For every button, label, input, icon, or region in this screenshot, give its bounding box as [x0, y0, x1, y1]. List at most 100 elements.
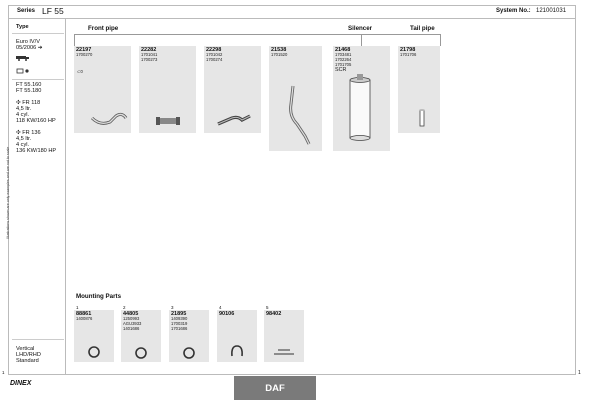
part-card-22197[interactable]: 22197 1700270 ⊂0: [74, 46, 131, 133]
part-number: 88861: [76, 311, 92, 317]
part-card-22282[interactable]: 22282 1701041 1700273: [139, 46, 196, 133]
part-ref: 1701686: [171, 326, 188, 331]
clamp-ring-icon: [135, 347, 147, 359]
part-card-21798[interactable]: 21798 1701706: [398, 46, 440, 133]
mount-index: 2: [123, 305, 126, 310]
part-number: 22282: [141, 47, 157, 53]
part-number: 98402: [266, 311, 282, 317]
cog-icon: ✣: [16, 100, 21, 106]
system-number-label: System No.:: [496, 8, 531, 14]
model-ft55-160: FT 55.160: [16, 82, 42, 88]
tail-bracket: [400, 34, 440, 35]
mount-vertical: Vertical: [16, 346, 35, 352]
part-ref: 1703481: [335, 52, 352, 57]
part-number: 22298: [206, 47, 222, 53]
front-pipe-drawing: [90, 112, 128, 125]
model-ft55-180: FT 55.180: [16, 88, 42, 94]
part-ref: AGU3933: [123, 321, 142, 326]
mount-card-21895[interactable]: 21895 1409390 1700319 1701686: [169, 310, 209, 362]
page-marker-left: 1: [2, 370, 5, 375]
bracket-tick: [440, 34, 441, 46]
bracket-clamp-icon: [231, 345, 243, 357]
series-value: LF 55: [42, 6, 64, 16]
drive-side: LHD/RHD: [16, 352, 41, 358]
part-number: 21468: [335, 47, 351, 53]
part-ref: 1250993: [123, 316, 140, 321]
part-number: 21538: [271, 47, 287, 53]
fr136-displacement: 4,5 ltr.: [16, 136, 32, 142]
flex-pipe-drawing: [156, 117, 180, 125]
divider: [12, 33, 64, 34]
tail-pipe-drawing: [419, 109, 425, 127]
clamp-icon: ⊂0: [77, 69, 83, 74]
bracket-tick: [74, 34, 75, 46]
part-number: 21895: [171, 311, 187, 317]
engine-fr118: ✣ FR 118: [16, 100, 41, 106]
hanger-icon: [274, 349, 294, 355]
system-number-value: 121001031: [536, 8, 567, 14]
mount-index: 3: [171, 305, 174, 310]
part-number: 21798: [400, 47, 416, 53]
part-number: 22197: [76, 47, 92, 53]
engine-icon: [16, 68, 30, 76]
series-label: Series: [17, 8, 36, 14]
section-front-pipe: Front pipe: [88, 25, 119, 32]
part-card-22298[interactable]: 22298 1701042 1700274: [204, 46, 261, 133]
part-number: 90106: [219, 311, 235, 317]
engine-fr136: ✣ FR 136: [16, 130, 41, 136]
part-ref: 1701520: [271, 52, 288, 57]
fr136-cylinders: 4 cyl.: [16, 142, 30, 148]
mount-index: 4: [219, 305, 222, 310]
part-ref: 1401686: [123, 326, 140, 331]
section-silencer: Silencer: [348, 25, 373, 32]
part-card-21468[interactable]: 21468 1703481 1702264 1701705 SCR: [333, 46, 390, 151]
divider: [12, 339, 64, 340]
front-pipe-drawing: [217, 114, 251, 126]
make-badge-daf: DAF: [234, 376, 316, 400]
part-ref: 1400876: [76, 316, 93, 321]
vertical-pipe-drawing: [289, 85, 311, 145]
part-ref: 1701041: [141, 52, 158, 57]
part-ref: 1700273: [141, 57, 158, 62]
type-column: Illustrations shown are only examples an…: [6, 19, 66, 375]
header-bar: Series LF 55 System No.: 121001031: [8, 5, 576, 19]
truck-icon: [16, 55, 30, 63]
dinex-logo: DINEX: [10, 380, 32, 387]
part-ref: 1702264: [335, 57, 352, 62]
divider: [12, 79, 64, 80]
section-mounting-parts: Mounting Parts: [76, 293, 122, 300]
part-ref: 1700319: [171, 321, 188, 326]
page-number: 1: [578, 370, 581, 376]
mount-card-98402[interactable]: 98402: [264, 310, 304, 362]
clamp-ring-icon: [88, 346, 100, 358]
cog-icon: ✣: [16, 130, 21, 136]
part-ref: 1701706: [400, 52, 417, 57]
disclaimer-vertical: Illustrations shown are only examples an…: [6, 146, 10, 239]
scr-label: SCR: [335, 67, 347, 73]
page-frame: [8, 5, 576, 375]
mount-card-90106[interactable]: 90106: [217, 310, 257, 362]
part-ref: 1409390: [171, 316, 188, 321]
fr118-displacement: 4,5 ltr.: [16, 106, 32, 112]
part-ref: 1700270: [76, 52, 93, 57]
fr118-power: 118 KW/160 HP: [16, 118, 56, 124]
part-ref: 1701042: [206, 52, 223, 57]
euro-standard: Euro IV/V: [16, 39, 40, 45]
part-ref: 1701705: [335, 62, 352, 67]
part-card-21538[interactable]: 21538 1701520: [269, 46, 322, 151]
bracket-tick: [361, 34, 362, 46]
part-number: 44805: [123, 311, 139, 317]
clamp-ring-icon: [183, 347, 195, 359]
part-ref: 1700274: [206, 57, 223, 62]
mount-card-44805[interactable]: 44805 1250993 AGU3933 1401686: [121, 310, 161, 362]
type-label: Type: [16, 24, 29, 30]
arrow-right-icon: ➔: [37, 45, 43, 51]
mount-index: 1: [76, 305, 79, 310]
mount-index: 5: [266, 305, 269, 310]
euro-date: 05/2006 ➔: [16, 45, 43, 51]
fr136-power: 136 KW/180 HP: [16, 148, 57, 154]
group-bracket: [74, 34, 400, 35]
silencer-drawing: [349, 74, 371, 141]
section-tail-pipe: Tail pipe: [410, 25, 435, 32]
mount-card-88861[interactable]: 88861 1400876: [74, 310, 114, 362]
